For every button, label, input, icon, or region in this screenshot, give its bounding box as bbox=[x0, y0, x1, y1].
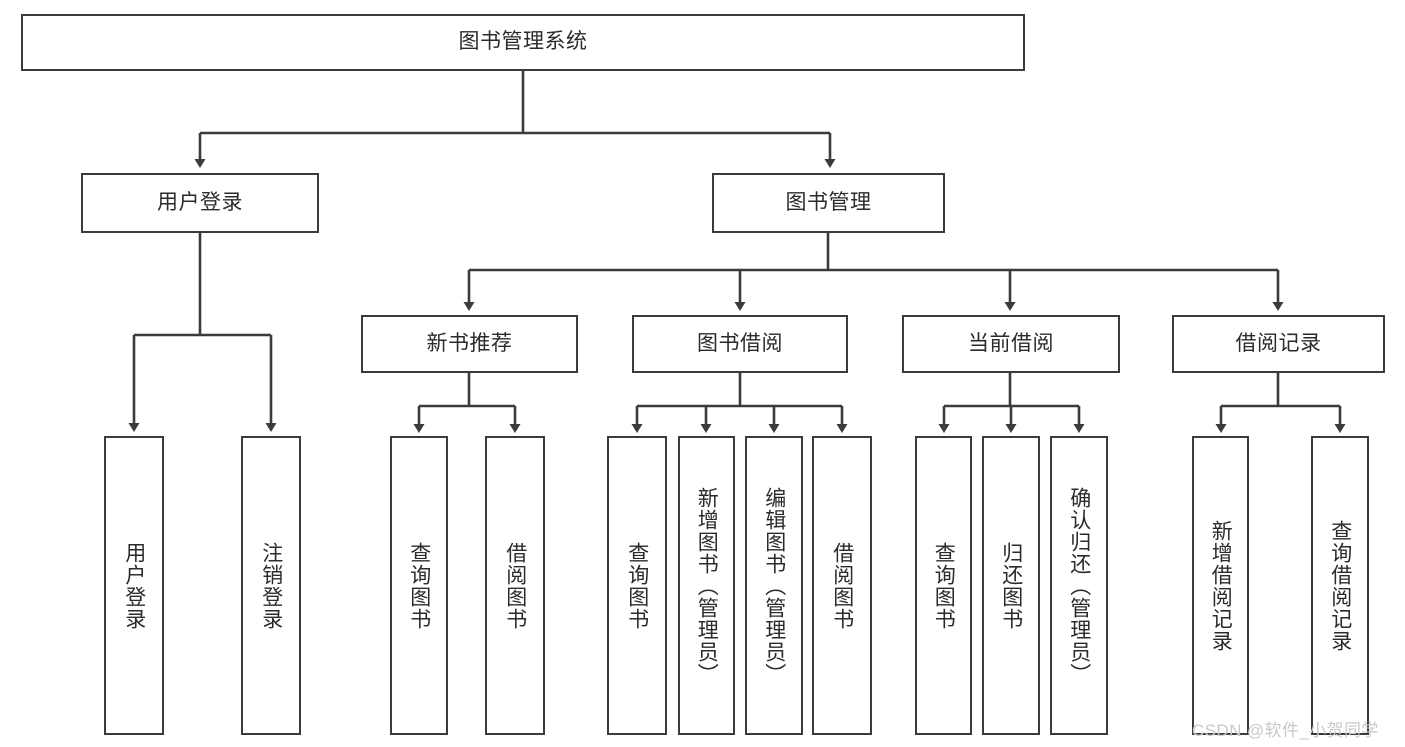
node-leaf-borrow-book-2[interactable]: 借阅图书 bbox=[812, 436, 872, 735]
node-current-borrow-label: 当前借阅 bbox=[968, 331, 1054, 355]
node-leaf-add-record[interactable]: 新增借阅记录 bbox=[1192, 436, 1249, 735]
node-leaf-edit-book-label: 编辑图书（管理员） bbox=[762, 486, 786, 685]
node-current-borrow[interactable]: 当前借阅 bbox=[902, 315, 1120, 373]
node-leaf-confirm-return-label: 确认归还（管理员） bbox=[1067, 486, 1091, 685]
node-book-borrow-label: 图书借阅 bbox=[697, 331, 783, 355]
node-book-borrow[interactable]: 图书借阅 bbox=[632, 315, 848, 373]
node-leaf-add-record-label: 新增借阅记录 bbox=[1209, 519, 1233, 652]
node-borrow-record-label: 借阅记录 bbox=[1235, 331, 1322, 355]
node-leaf-query-book-1-label: 查询图书 bbox=[407, 541, 431, 630]
node-leaf-borrow-book-1[interactable]: 借阅图书 bbox=[485, 436, 545, 735]
node-root[interactable]: 图书管理系统 bbox=[21, 14, 1025, 71]
node-leaf-query-book-2-label: 查询图书 bbox=[625, 541, 649, 630]
node-leaf-query-record-label: 查询借阅记录 bbox=[1328, 519, 1352, 652]
node-user-login-label: 用户登录 bbox=[157, 190, 243, 214]
node-leaf-query-book-2[interactable]: 查询图书 bbox=[607, 436, 667, 735]
node-leaf-borrow-book-2-label: 借阅图书 bbox=[830, 541, 854, 630]
node-leaf-query-book-3[interactable]: 查询图书 bbox=[915, 436, 972, 735]
node-new-book-recommend[interactable]: 新书推荐 bbox=[361, 315, 578, 373]
node-leaf-query-record[interactable]: 查询借阅记录 bbox=[1311, 436, 1369, 735]
node-leaf-add-book-label: 新增图书（管理员） bbox=[695, 486, 719, 685]
node-leaf-logout-login[interactable]: 注销登录 bbox=[241, 436, 301, 735]
node-borrow-record[interactable]: 借阅记录 bbox=[1172, 315, 1385, 373]
node-leaf-edit-book[interactable]: 编辑图书（管理员） bbox=[745, 436, 803, 735]
node-book-manage-label: 图书管理 bbox=[785, 190, 872, 214]
node-leaf-return-book-label: 归还图书 bbox=[999, 541, 1023, 630]
node-leaf-confirm-return[interactable]: 确认归还（管理员） bbox=[1050, 436, 1108, 735]
node-leaf-logout-login-label: 注销登录 bbox=[259, 541, 283, 630]
node-book-manage[interactable]: 图书管理 bbox=[712, 173, 945, 233]
node-leaf-borrow-book-1-label: 借阅图书 bbox=[503, 541, 527, 630]
node-leaf-user-login-label: 用户登录 bbox=[122, 541, 146, 630]
node-leaf-query-book-1[interactable]: 查询图书 bbox=[390, 436, 448, 735]
node-root-label: 图书管理系统 bbox=[458, 30, 588, 54]
node-user-login[interactable]: 用户登录 bbox=[81, 173, 319, 233]
watermark: CSDN @软件_小贺同学 bbox=[1192, 721, 1379, 740]
node-leaf-add-book[interactable]: 新增图书（管理员） bbox=[678, 436, 735, 735]
node-leaf-user-login[interactable]: 用户登录 bbox=[104, 436, 164, 735]
node-leaf-return-book[interactable]: 归还图书 bbox=[982, 436, 1040, 735]
node-new-book-recommend-label: 新书推荐 bbox=[426, 331, 513, 355]
node-leaf-query-book-3-label: 查询图书 bbox=[932, 541, 956, 630]
